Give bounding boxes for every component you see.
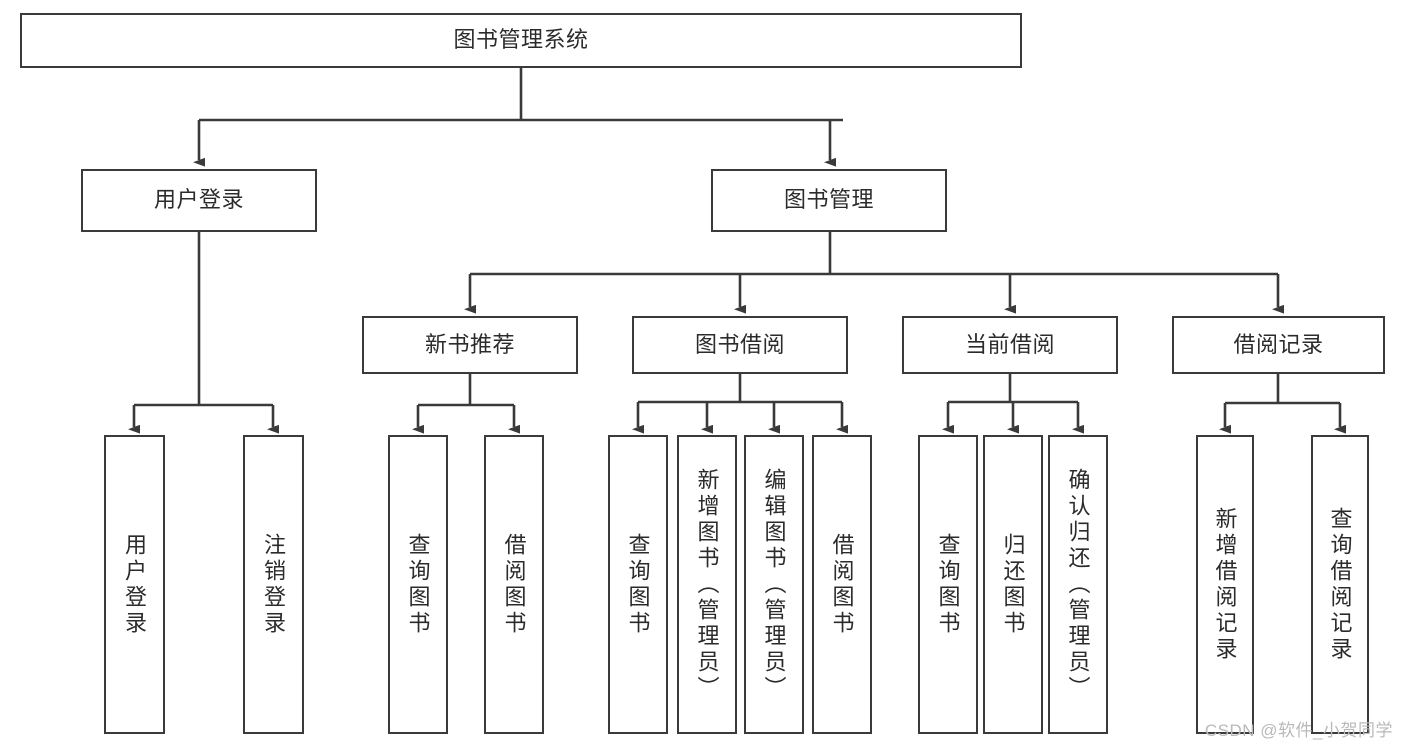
node-new-book-recommend[interactable]: 新书推荐 [362, 316, 578, 374]
node-leaf-add-book-admin[interactable]: 新增图书（管理员） [677, 435, 737, 734]
node-new-book-recommend-label: 新书推荐 [424, 331, 515, 357]
node-root-label: 图书管理系统 [453, 27, 589, 53]
node-book-borrow-label: 图书借阅 [694, 331, 785, 357]
node-leaf-user-login-label: 用户登录 [122, 532, 148, 637]
node-leaf-borrow-book-2-label: 借阅图书 [829, 532, 855, 637]
node-leaf-logout[interactable]: 注销登录 [243, 435, 304, 734]
node-leaf-confirm-return-admin-label: 确认归还（管理员） [1065, 467, 1091, 702]
node-leaf-query-book-3[interactable]: 查询图书 [918, 435, 978, 734]
edges-group [128, 68, 1346, 434]
node-book-borrow[interactable]: 图书借阅 [632, 316, 848, 374]
node-leaf-confirm-return-admin[interactable]: 确认归还（管理员） [1048, 435, 1108, 734]
node-leaf-return-book-label: 归还图书 [1000, 532, 1026, 637]
node-current-borrow-label: 当前借阅 [964, 331, 1055, 357]
node-leaf-edit-book-admin[interactable]: 编辑图书（管理员） [744, 435, 804, 734]
node-book-manage[interactable]: 图书管理 [711, 169, 947, 232]
node-leaf-query-book-3-label: 查询图书 [935, 532, 961, 637]
node-leaf-edit-book-admin-label: 编辑图书（管理员） [761, 467, 787, 702]
node-root-system[interactable]: 图书管理系统 [20, 13, 1022, 68]
node-leaf-return-book[interactable]: 归还图书 [983, 435, 1043, 734]
node-borrow-record[interactable]: 借阅记录 [1172, 316, 1385, 374]
node-leaf-add-book-admin-label: 新增图书（管理员） [694, 467, 720, 702]
node-leaf-query-book-2-label: 查询图书 [625, 532, 651, 637]
node-leaf-borrow-book-2[interactable]: 借阅图书 [812, 435, 872, 734]
node-user-login[interactable]: 用户登录 [81, 169, 317, 232]
node-leaf-query-book-1[interactable]: 查询图书 [388, 435, 448, 734]
node-leaf-add-borrow-record-label: 新增借阅记录 [1212, 506, 1238, 663]
node-leaf-borrow-book-1[interactable]: 借阅图书 [484, 435, 544, 734]
node-current-borrow[interactable]: 当前借阅 [902, 316, 1118, 374]
node-user-login-label: 用户登录 [153, 187, 244, 213]
node-leaf-user-login[interactable]: 用户登录 [104, 435, 165, 734]
node-borrow-record-label: 借阅记录 [1233, 331, 1324, 357]
node-leaf-query-book-1-label: 查询图书 [405, 532, 431, 637]
node-leaf-logout-label: 注销登录 [261, 532, 287, 637]
node-leaf-add-borrow-record[interactable]: 新增借阅记录 [1196, 435, 1254, 734]
node-leaf-query-borrow-record[interactable]: 查询借阅记录 [1311, 435, 1369, 734]
watermark-text: CSDN @软件_小贺同学 [1204, 721, 1393, 740]
node-leaf-borrow-book-1-label: 借阅图书 [501, 532, 527, 637]
node-book-manage-label: 图书管理 [783, 187, 874, 213]
node-leaf-query-borrow-record-label: 查询借阅记录 [1327, 506, 1353, 663]
node-leaf-query-book-2[interactable]: 查询图书 [608, 435, 668, 734]
